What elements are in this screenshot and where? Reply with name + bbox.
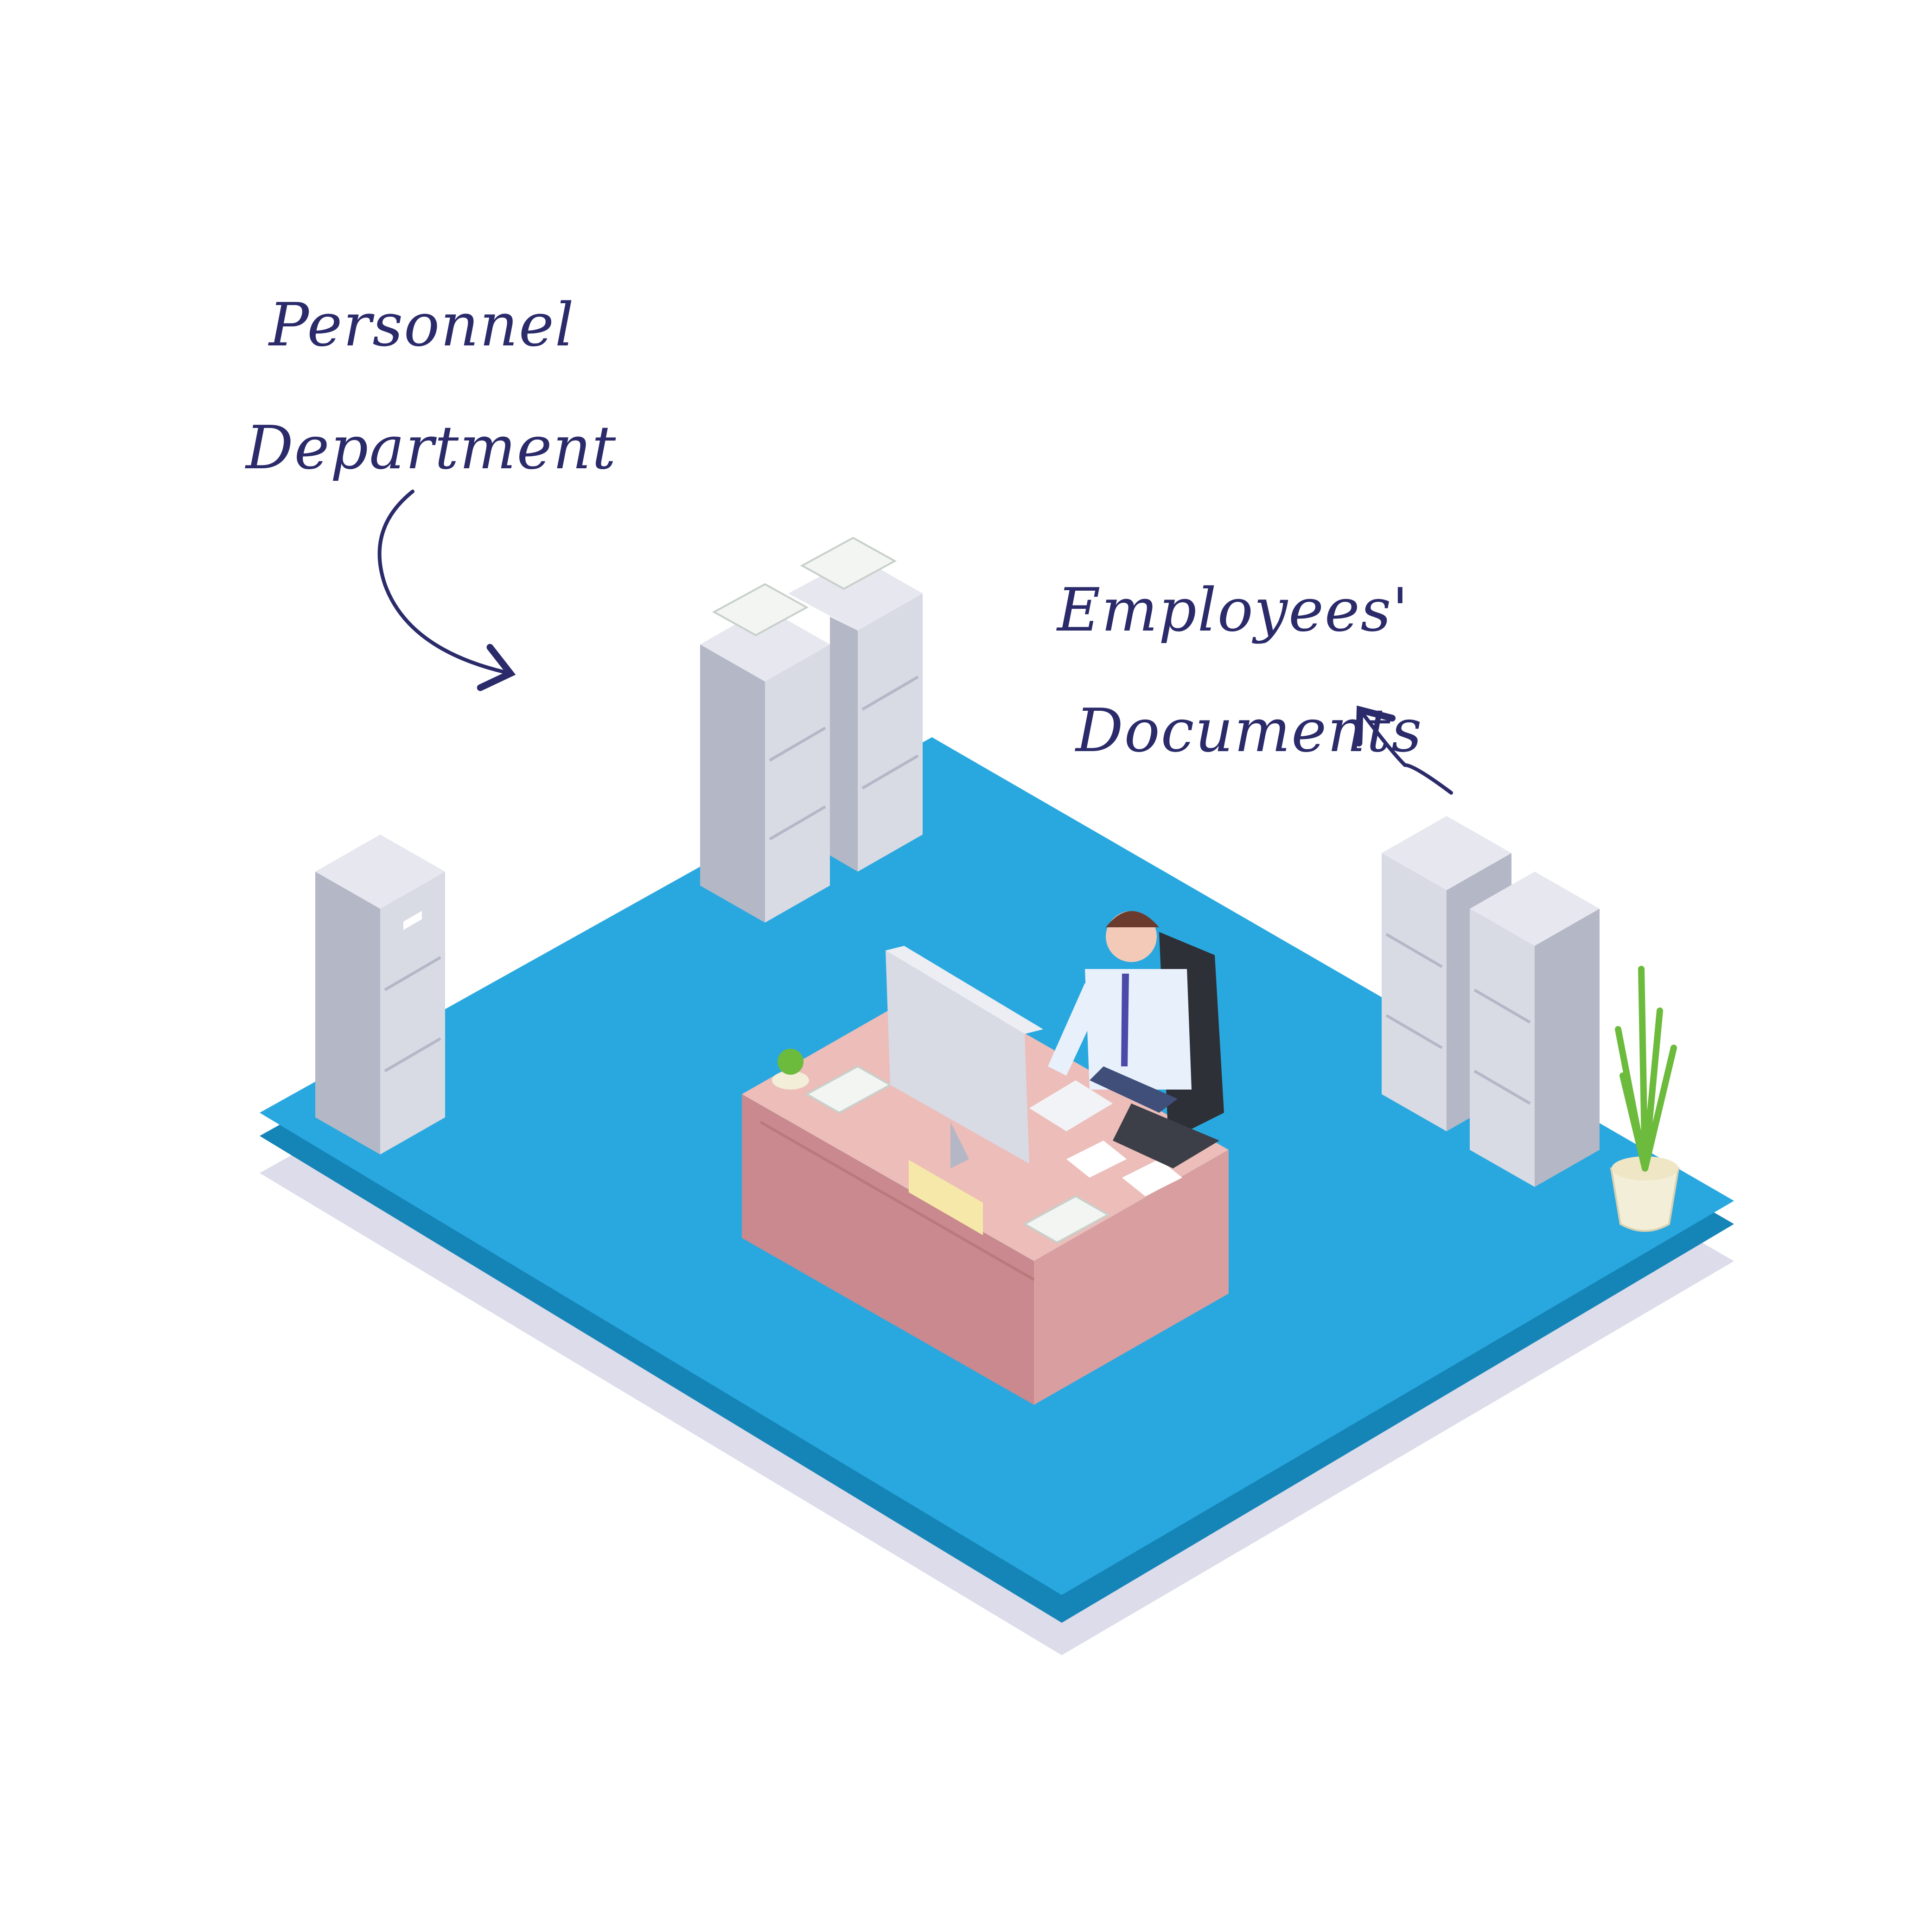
filing-cabinet-right-pair-icon: [1382, 816, 1600, 1187]
svg-text:Documents: Documents: [1075, 696, 1423, 765]
computer-monitor-icon: [886, 946, 1113, 1168]
employees-documents-label: Employees' Documents: [1056, 576, 1423, 765]
personnel-department-label: Personnel Department: [245, 291, 617, 483]
desk-plant-icon: [772, 1049, 809, 1090]
arrow-double-icon: [1355, 705, 1453, 795]
employee-person: [1048, 911, 1192, 1113]
svg-text:Department: Department: [245, 414, 617, 483]
filing-cabinet-left-icon: [315, 835, 445, 1154]
arrow-curve-icon: [377, 490, 516, 691]
svg-text:Personnel: Personnel: [268, 291, 575, 360]
svg-text:Employees': Employees': [1056, 576, 1409, 645]
filing-cabinet-back-pair-icon: [700, 536, 923, 923]
plant-icon: [1610, 966, 1680, 1232]
name-plate: [909, 1160, 983, 1235]
